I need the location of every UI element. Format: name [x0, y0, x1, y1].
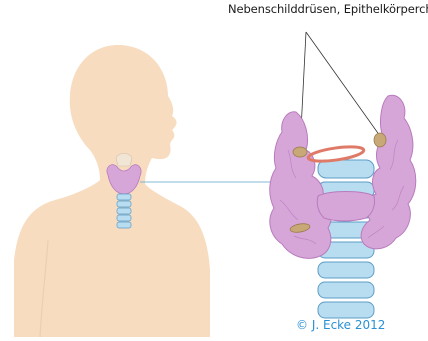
- thyroid-detail: [270, 95, 416, 318]
- thyroid-isthmus: [317, 192, 374, 222]
- leader-lines: [300, 32, 380, 150]
- human-silhouette: [14, 45, 210, 337]
- parathyroid-label: Nebenschilddrüsen, Epithelkörperchen: [228, 2, 428, 16]
- parathyroid-gland-upper-left: [293, 147, 307, 157]
- parathyroid-gland-upper-right: [374, 133, 386, 147]
- small-trachea: [117, 194, 131, 228]
- copyright-credit: © J. Ecke 2012: [296, 318, 385, 332]
